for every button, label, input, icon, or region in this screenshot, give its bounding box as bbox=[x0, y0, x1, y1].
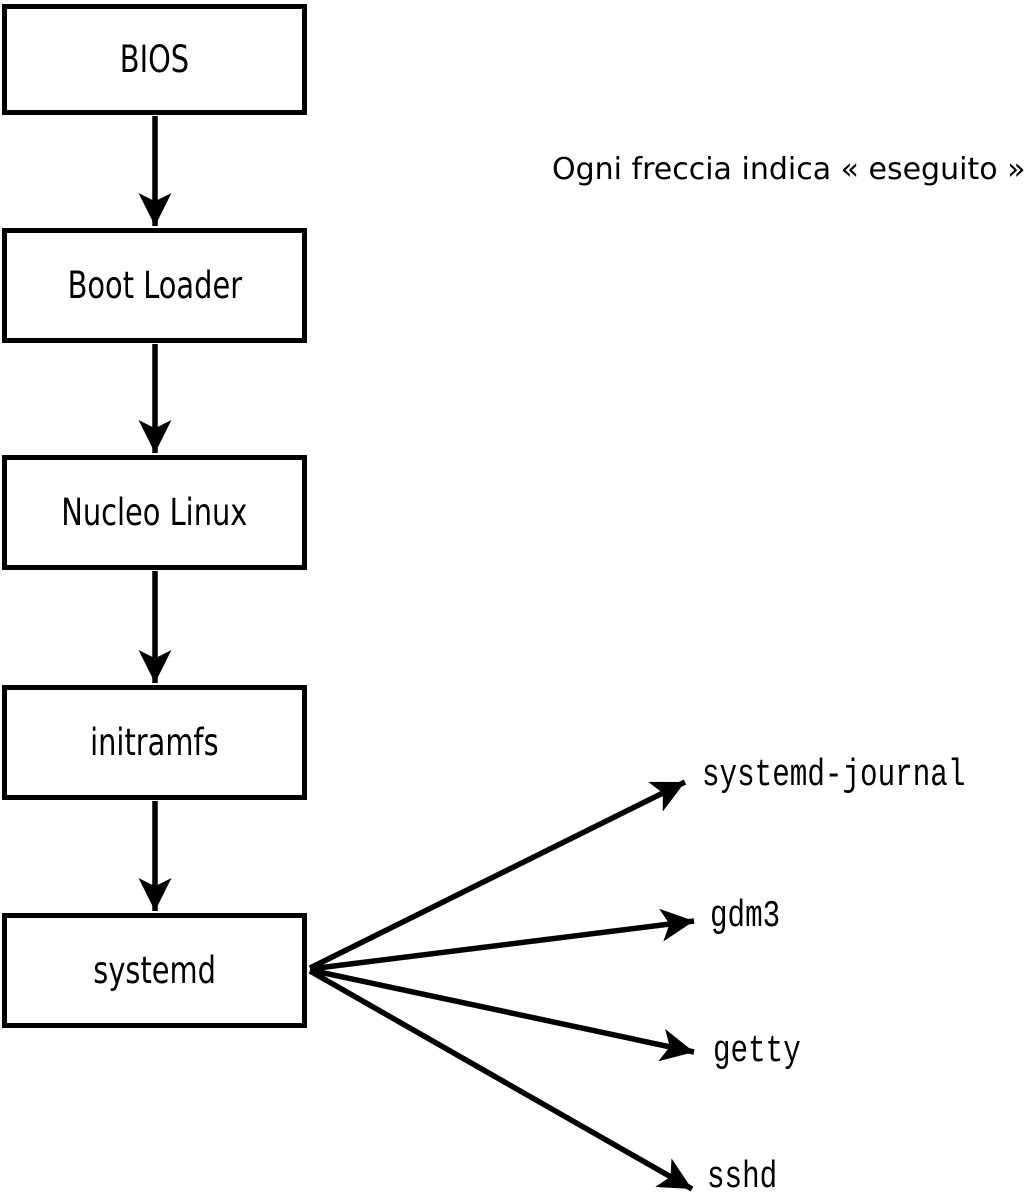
node-nucleo-linux: Nucleo Linux bbox=[2, 455, 307, 570]
node-nucleo-linux-label: Nucleo Linux bbox=[61, 491, 248, 534]
service-label-sshd: sshd bbox=[707, 1156, 778, 1193]
arrow-systemd-to-getty bbox=[309, 967, 695, 1062]
arrow-systemd-to-gdm3 bbox=[309, 908, 695, 972]
node-initramfs: initramfs bbox=[2, 685, 307, 800]
diagram-caption: Ogni freccia indica « eseguito ». bbox=[552, 152, 1024, 187]
service-label-gdm3: gdm3 bbox=[710, 895, 781, 938]
node-systemd-label: systemd bbox=[93, 949, 216, 992]
arrow-systemd-to-journal bbox=[308, 779, 687, 971]
arrow-systemd-to-sshd bbox=[308, 968, 694, 1192]
node-initramfs-label: initramfs bbox=[90, 721, 219, 764]
node-boot-loader: Boot Loader bbox=[2, 228, 307, 343]
service-label-systemd-journal: systemd-journal bbox=[702, 754, 966, 797]
node-bios: BIOS bbox=[2, 4, 307, 115]
node-boot-loader-label: Boot Loader bbox=[67, 264, 242, 307]
node-systemd: systemd bbox=[2, 913, 307, 1028]
node-bios-label: BIOS bbox=[119, 38, 190, 81]
service-label-getty: getty bbox=[713, 1030, 801, 1073]
